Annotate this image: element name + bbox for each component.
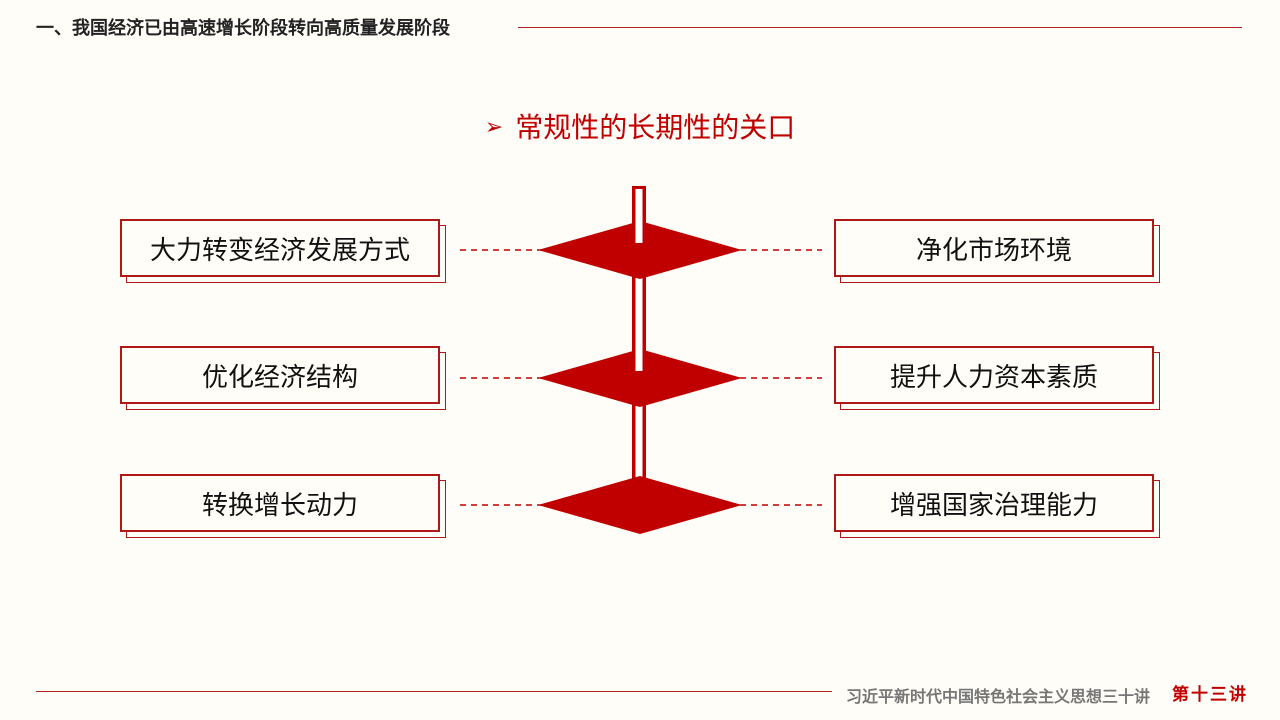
spine-inner xyxy=(635,189,643,499)
header-divider xyxy=(518,27,1242,28)
left-box-label: 转换增长动力 xyxy=(201,490,358,521)
footer-lecture-number: 第十三讲 xyxy=(1172,685,1248,705)
diamond-node-1 xyxy=(538,221,742,279)
spine-gap-2 xyxy=(635,349,643,371)
spine-gap-1 xyxy=(635,221,643,243)
right-box-label: 增强国家治理能力 xyxy=(889,490,1098,521)
left-box-3: 转换增长动力 xyxy=(120,474,440,532)
left-box-label: 大力转变经济发展方式 xyxy=(149,235,410,266)
right-box-label: 净化市场环境 xyxy=(915,235,1072,266)
slide-subtitle: ➢ 常规性的长期性的关口 xyxy=(0,106,1280,146)
left-box-1: 大力转变经济发展方式 xyxy=(120,219,440,277)
footer-divider xyxy=(36,691,832,692)
subtitle-text: 常规性的长期性的关口 xyxy=(515,111,796,144)
footer-series-title: 习近平新时代中国特色社会主义思想三十讲 xyxy=(846,687,1151,706)
left-box-2: 优化经济结构 xyxy=(120,346,440,404)
right-box-label: 提升人力资本素质 xyxy=(889,362,1098,393)
left-box-label: 优化经济结构 xyxy=(201,362,358,393)
diamond-node-2 xyxy=(538,349,742,407)
right-box-2: 提升人力资本素质 xyxy=(834,346,1154,404)
arrow-bullet-icon: ➢ xyxy=(484,115,504,140)
right-box-1: 净化市场环境 xyxy=(834,219,1154,277)
right-box-3: 增强国家治理能力 xyxy=(834,474,1154,532)
diamond-node-3 xyxy=(538,476,742,534)
section-title: 一、我国经济已由高速增长阶段转向高质量发展阶段 xyxy=(36,18,450,39)
